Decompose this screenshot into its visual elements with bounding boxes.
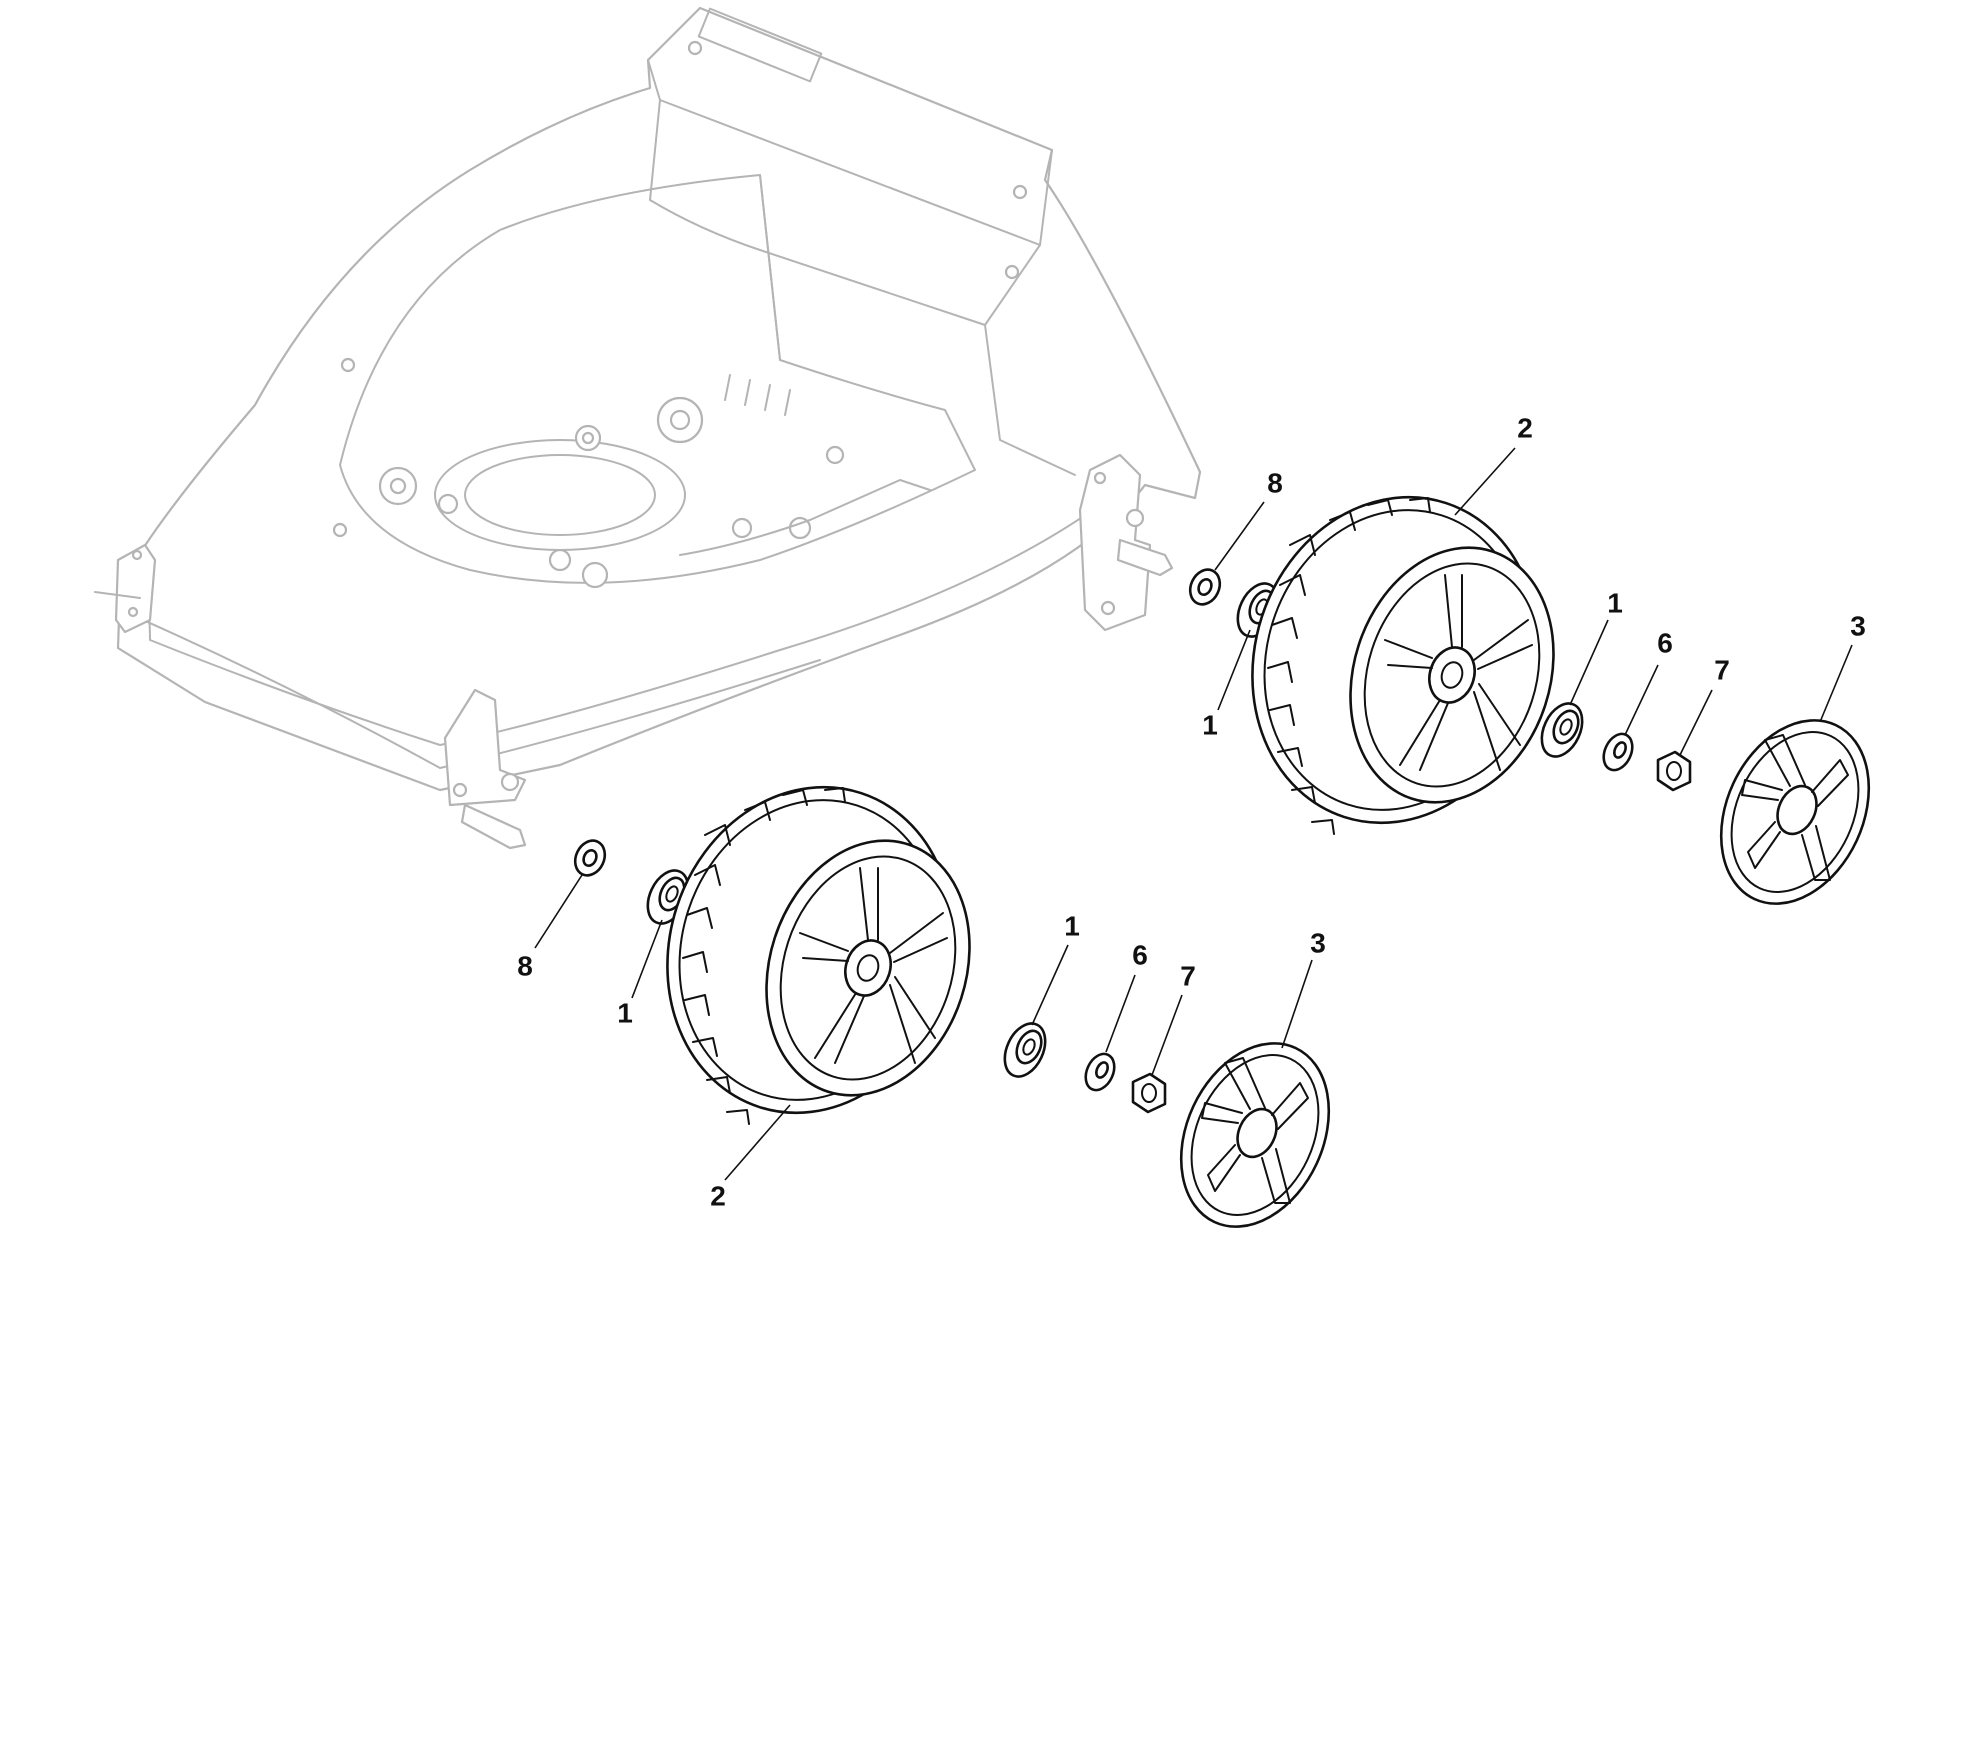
callout-1-rear-inner: 1 [1202, 709, 1218, 740]
callout-7-rear: 7 [1714, 654, 1730, 685]
leader-1-front-outer [1031, 944, 1069, 1026]
leader-6-front [1105, 974, 1136, 1053]
leader-8-rear [1214, 501, 1265, 571]
callout-8-front: 8 [517, 950, 533, 981]
callout-6-front: 6 [1132, 939, 1148, 970]
leader-8-front [534, 874, 583, 949]
hubcap-3-front [1179, 1042, 1331, 1228]
front-wheel-assembly [573, 785, 1331, 1228]
leader-lines [534, 447, 1853, 1181]
callout-1-rear-outer: 1 [1607, 587, 1623, 618]
leader-7-front [1151, 994, 1183, 1076]
leader-1-rear-outer [1569, 619, 1609, 706]
callout-1-front-inner: 1 [617, 997, 633, 1028]
nut-7-front [1131, 1072, 1167, 1114]
bearing-1-rear-outer [1540, 702, 1584, 758]
washer-6-rear [1602, 732, 1634, 772]
rear-wheel-assembly [1188, 495, 1871, 905]
callout-8-rear: 8 [1267, 467, 1283, 498]
mower-deck [94, 6, 1202, 850]
callout-1-front-outer: 1 [1064, 910, 1080, 941]
leader-3-front [1281, 959, 1313, 1049]
leader-2-front [724, 1104, 791, 1181]
callout-2-front: 2 [710, 1180, 726, 1211]
washer-8-rear [1188, 568, 1222, 606]
leader-1-rear-inner [1217, 629, 1251, 711]
leader-1-front-inner [631, 919, 663, 999]
washer-8-front [573, 839, 607, 877]
wheel-2-front [666, 785, 971, 1125]
wheel-2-rear [1251, 495, 1555, 835]
callout-6-rear: 6 [1657, 627, 1673, 658]
callout-labels: 8 1 2 1 6 7 3 8 1 2 1 6 7 3 [517, 412, 1866, 1211]
leader-3-rear [1819, 644, 1853, 723]
callout-3-rear: 3 [1850, 610, 1866, 641]
leader-2-rear [1454, 447, 1516, 516]
callout-3-front: 3 [1310, 927, 1326, 958]
callout-7-front: 7 [1180, 960, 1196, 991]
leader-7-rear [1679, 689, 1713, 756]
leader-6-rear [1624, 664, 1659, 736]
bearing-1-front-outer [1003, 1022, 1047, 1078]
nut-7-rear [1656, 750, 1692, 792]
hubcap-3-rear [1719, 719, 1871, 905]
callout-2-rear: 2 [1517, 412, 1533, 443]
washer-6-front [1084, 1052, 1116, 1092]
